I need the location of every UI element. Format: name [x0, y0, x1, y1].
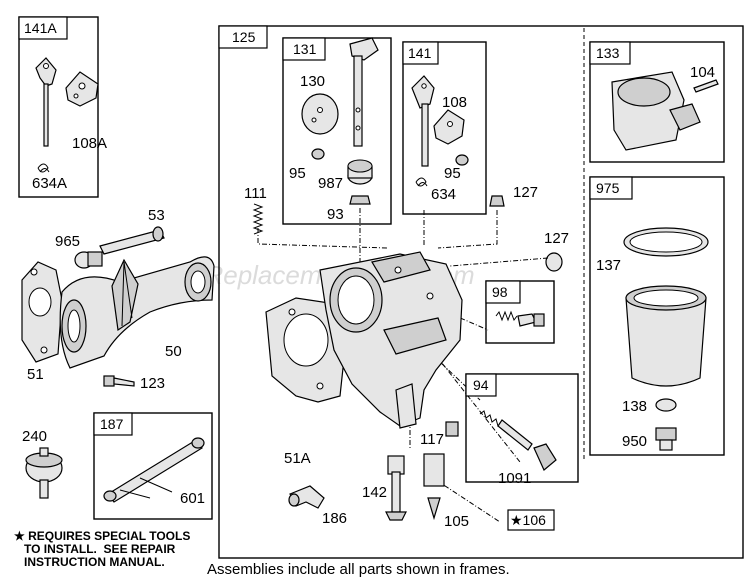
frame-133[interactable]: 133: [589, 41, 725, 163]
washer-93-part[interactable]: [349, 195, 371, 205]
label-186: 186: [322, 510, 347, 527]
gasket-51-part[interactable]: [21, 261, 63, 363]
frame-106-label: ★106: [510, 512, 546, 528]
gasket-137-part[interactable]: [623, 227, 709, 257]
gasket-51A-part[interactable]: [265, 297, 347, 403]
frame-131[interactable]: 131: [282, 37, 392, 225]
frame-125-label: 125: [232, 29, 256, 45]
throttle-plate-108-part[interactable]: [433, 109, 465, 145]
seal-987-part[interactable]: [347, 159, 373, 185]
label-108: 108: [442, 94, 467, 111]
elbow-fitting-186-part[interactable]: [288, 485, 325, 509]
label-130: 130: [300, 73, 325, 90]
choke-shaft-131-part[interactable]: [349, 37, 379, 147]
label-950: 950: [622, 433, 647, 450]
frames-footer-note: Assemblies include all parts shown in fr…: [207, 561, 510, 578]
label-111: 111: [244, 185, 267, 202]
fuel-filter-240-part[interactable]: [25, 447, 63, 499]
idle-mixture-screw-98-part[interactable]: [495, 310, 545, 327]
plug-117-part[interactable]: [445, 421, 459, 437]
throttle-plate-108A-part[interactable]: [65, 71, 99, 107]
throttle-shaft-141-part[interactable]: [411, 75, 435, 167]
label-240: 240: [22, 428, 47, 445]
label-117: 117: [420, 431, 444, 448]
screw-95b-part[interactable]: [455, 154, 469, 166]
label-138: 138: [622, 398, 647, 415]
carburetor-body-part[interactable]: [319, 251, 463, 429]
plug-127b-part[interactable]: [545, 252, 563, 272]
frame-131-label: 131: [293, 41, 317, 57]
frame-133-label: 133: [596, 45, 620, 61]
label-51: 51: [27, 366, 44, 383]
label-50: 50: [165, 343, 182, 360]
intake-pipe-50-part[interactable]: [59, 256, 215, 369]
label-634A: 634A: [32, 175, 67, 192]
label-93: 93: [327, 206, 344, 223]
label-123: 123: [140, 375, 165, 392]
label-95b: 95: [444, 165, 461, 182]
fuel-fitting-53-part[interactable]: [99, 226, 165, 255]
frame-141[interactable]: 141: [402, 41, 487, 215]
screw-95a-part[interactable]: [311, 148, 325, 160]
spring-634A-part[interactable]: [37, 163, 50, 173]
screw-123-part[interactable]: [103, 375, 135, 387]
frame-125[interactable]: 125: [218, 25, 744, 559]
label-51A: 51A: [284, 450, 311, 467]
frame-141A[interactable]: 141A: [18, 16, 99, 198]
label-53: 53: [148, 207, 165, 224]
label-127a: 127: [513, 184, 538, 201]
label-105: 105: [444, 513, 469, 530]
frame-187[interactable]: 187: [93, 412, 213, 520]
emulsion-tube-142-part[interactable]: [385, 455, 407, 521]
label-104: 104: [690, 64, 715, 81]
frame-98[interactable]: 98: [485, 280, 555, 344]
label-1091: 1091: [498, 470, 531, 487]
label-137: 137: [596, 257, 621, 274]
fuel-line-187-part[interactable]: [103, 437, 205, 503]
float-133-part[interactable]: [611, 71, 701, 151]
label-127b: 127: [544, 230, 569, 247]
frame-975-label: 975: [596, 180, 620, 196]
frame-94-label: 94: [473, 377, 489, 393]
throttle-shaft-141A-part[interactable]: [35, 57, 57, 147]
washer-138-part[interactable]: [655, 398, 677, 412]
main-jet-screw-94-part[interactable]: [479, 410, 557, 471]
fitting-965-part[interactable]: [74, 251, 103, 269]
float-bowl-part[interactable]: [625, 285, 707, 387]
label-634: 634: [431, 186, 456, 203]
special-tools-note: ★ REQUIRES SPECIAL TOOLS TO INSTALL. SEE…: [14, 529, 191, 569]
choke-plate-130-part[interactable]: [301, 93, 339, 135]
label-108A: 108A: [72, 135, 107, 152]
frame-187-label: 187: [100, 416, 124, 432]
spring-111-part[interactable]: [252, 203, 264, 235]
bowl-nut-950-part[interactable]: [655, 427, 677, 451]
label-965: 965: [55, 233, 80, 250]
frame-94[interactable]: 94: [465, 373, 579, 483]
hinge-pin-104-part[interactable]: [693, 79, 719, 93]
spring-634-part[interactable]: [415, 177, 428, 187]
label-987: 987: [318, 175, 343, 192]
plug-127a-part[interactable]: [489, 195, 505, 207]
frame-141A-label: 141A: [24, 20, 57, 36]
needle-105-part[interactable]: [423, 453, 445, 521]
label-142: 142: [362, 484, 387, 501]
frame-106[interactable]: ★106: [507, 509, 555, 531]
frame-975[interactable]: 975: [589, 176, 725, 456]
frame-141-label: 141: [408, 45, 432, 61]
label-95a: 95: [289, 165, 306, 182]
label-601: 601: [180, 490, 205, 507]
frame-98-label: 98: [492, 284, 508, 300]
